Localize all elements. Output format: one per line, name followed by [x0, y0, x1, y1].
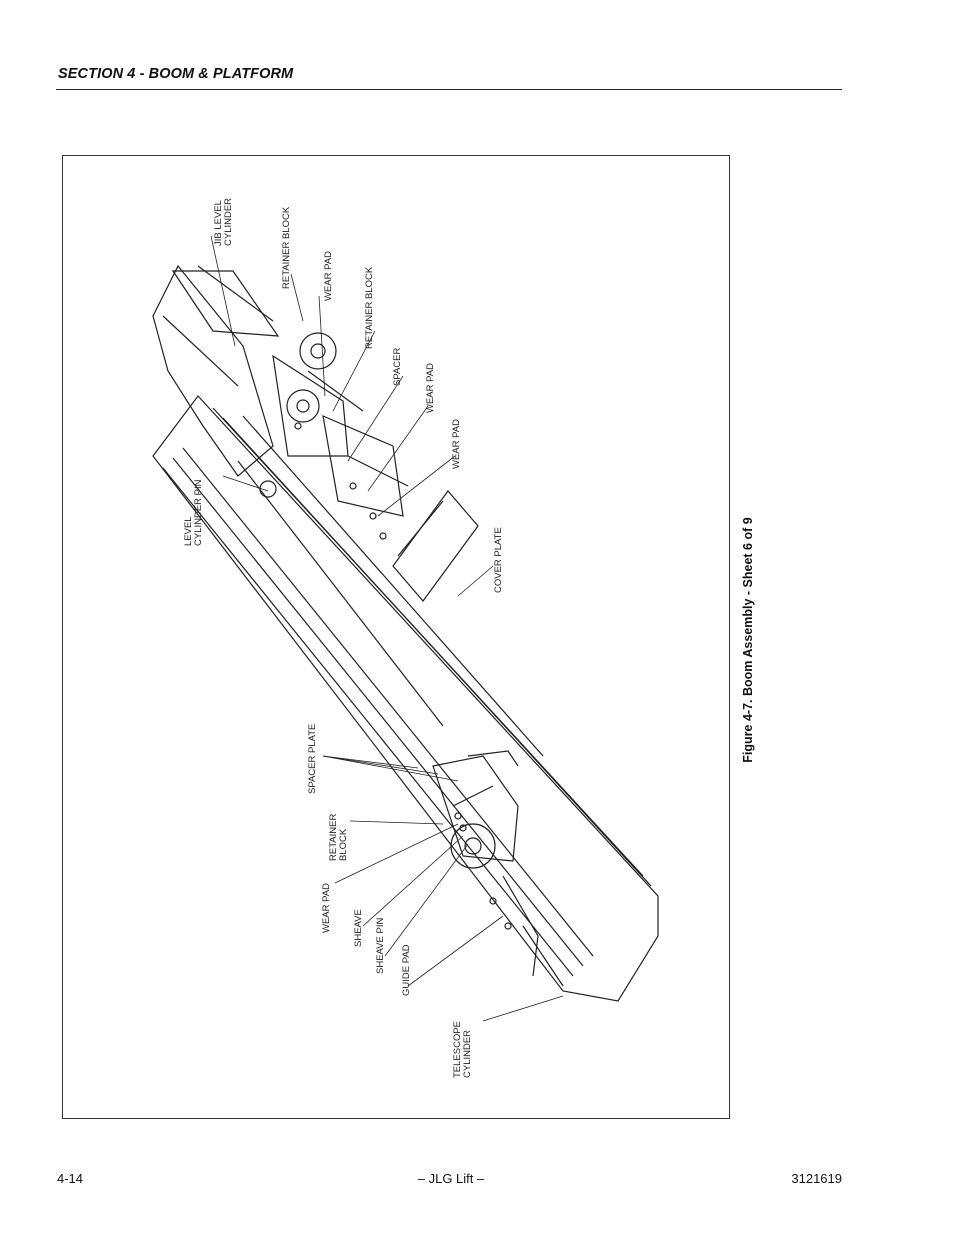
- callout-cover-plate: COVER PLATE: [493, 527, 504, 593]
- header-divider: [56, 89, 842, 90]
- callout-spacer: SPACER: [392, 347, 403, 386]
- callout-wear-pad-top: WEAR PAD: [323, 251, 334, 301]
- callout-jib-level-cylinder-1: JIB LEVEL: [213, 200, 224, 246]
- figure-frame: JIB LEVEL CYLINDER RETAINER BLOCK WEAR P…: [62, 155, 730, 1119]
- svg-text:TELESCOPE CYLINDER: TELESCOPE CYLINDER: [452, 1018, 473, 1078]
- callout-level-cylinder-pin-2: CYLINDER PIN: [193, 479, 204, 546]
- svg-text:RETAINER BLOCK: RETAINER BLOCK: [328, 811, 349, 861]
- callout-level-cylinder-pin-1: LEVEL: [183, 517, 194, 546]
- callout-sheave-pin: SHEAVE PIN: [375, 918, 386, 974]
- section-title: SECTION 4 - BOOM & PLATFORM: [58, 66, 294, 82]
- svg-text:LEVEL CYLINDER PIN: LEVEL CYLINDER PIN: [183, 479, 204, 546]
- callout-spacer-plate: SPACER PLATE: [307, 724, 318, 794]
- callout-guide-pad: GUIDE PAD: [401, 944, 412, 996]
- callout-retainer-block-mid: RETAINER BLOCK: [364, 266, 375, 349]
- callout-wear-pad-mid: WEAR PAD: [425, 363, 436, 413]
- page-number: 4-14: [57, 1171, 84, 1186]
- boom-assembly-drawing: JIB LEVEL CYLINDER RETAINER BLOCK WEAR P…: [152, 198, 659, 1078]
- svg-text:JIB LEVEL CYLINDER: JIB LEVEL CYLINDER: [213, 198, 234, 246]
- callout-sheave: SHEAVE: [353, 909, 364, 947]
- boom-outline: [152, 395, 659, 1002]
- document-number: 3121619: [791, 1171, 842, 1186]
- callout-retainer-block-top: RETAINER BLOCK: [281, 206, 292, 289]
- callout-wear-pad-bottom: WEAR PAD: [321, 883, 332, 933]
- callout-telescope-cylinder-2: CYLINDER: [462, 1030, 473, 1078]
- callout-wear-pad-lower: WEAR PAD: [451, 419, 462, 469]
- callout-retainer-block-bottom-2: BLOCK: [338, 828, 349, 861]
- publisher-footer: – JLG Lift –: [417, 1171, 485, 1186]
- figure-caption: Figure 4-7. Boom Assembly - Sheet 6 of 9: [741, 517, 755, 763]
- callout-jib-level-cylinder-2: CYLINDER: [223, 198, 234, 246]
- callout-labels: JIB LEVEL CYLINDER RETAINER BLOCK WEAR P…: [183, 198, 504, 1078]
- callout-retainer-block-bottom-1: RETAINER: [328, 814, 339, 861]
- callout-telescope-cylinder-1: TELESCOPE: [452, 1021, 463, 1078]
